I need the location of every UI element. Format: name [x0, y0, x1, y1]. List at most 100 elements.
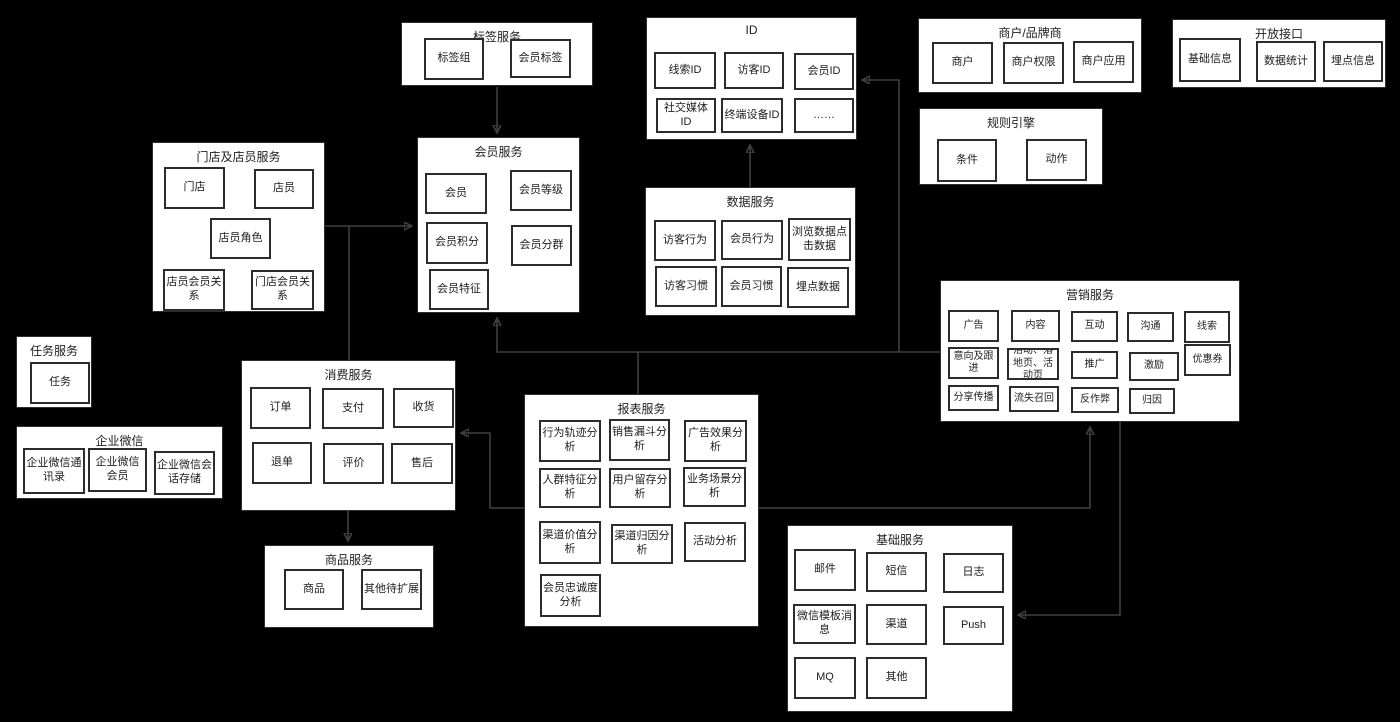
group-merchant-brand: 商户/品牌商 商户 商户权限 商户应用: [918, 18, 1142, 93]
diagram-node: 企业微信通讯录: [23, 448, 85, 494]
diagram-node: 动作: [1026, 139, 1087, 181]
diagram-node: 广告: [948, 310, 999, 342]
group-title: 基础服务: [875, 533, 924, 547]
diagram-node: 评价: [323, 443, 384, 484]
group-wecom: 企业微信 企业微信通讯录 企业微信会员 企业微信会话存储: [16, 426, 223, 499]
group-task-service: 任务服务 任务: [16, 336, 92, 408]
diagram-node: 优惠券: [1184, 344, 1231, 376]
diagram-node: 退单: [252, 442, 312, 484]
diagram-node: 访客ID: [724, 52, 784, 89]
group-member-service: 会员服务 会员 会员等级 会员积分 会员分群 会员特征: [417, 137, 580, 313]
group-title: 开放接口: [1254, 27, 1303, 41]
diagram-node: 访客习惯: [655, 266, 717, 307]
diagram-node: 渠道: [866, 604, 927, 645]
diagram-node: 订单: [250, 387, 311, 429]
edge-marketing-to-basic: [1019, 422, 1121, 615]
diagram-node: 会员积分: [426, 222, 488, 264]
group-title: 消费服务: [324, 368, 373, 382]
group-open-api: 开放接口 基础信息 数据统计 埋点信息: [1172, 19, 1386, 88]
diagram-node: 商品: [284, 569, 344, 610]
group-data-service: 数据服务 访客行为 会员行为 浏览数据点击数据 访客习惯 会员习惯 埋点数据: [645, 187, 856, 316]
diagram-node: 意向及跟进: [948, 347, 999, 379]
diagram-node: 会员习惯: [721, 266, 782, 307]
diagram-node: 访客行为: [654, 220, 716, 261]
diagram-node: 条件: [937, 139, 997, 182]
diagram-node: 渠道归因分析: [611, 524, 673, 564]
diagram-node: 会员特征: [429, 269, 489, 310]
diagram-node: 活动分析: [684, 522, 746, 562]
diagram-node: 支付: [322, 388, 384, 429]
diagram-node: 反作弊: [1071, 387, 1119, 413]
group-consume-service: 消费服务 订单 支付 收货 退单 评价 售后: [241, 360, 456, 511]
diagram-node: 企业微信会话存储: [154, 451, 215, 495]
group-title: 任务服务: [29, 344, 78, 358]
diagram-node: 其他: [866, 657, 927, 699]
diagram-node: 标签组: [424, 38, 484, 80]
diagram-node: 浏览数据点击数据: [788, 218, 851, 261]
diagram-node: 店员角色: [210, 218, 271, 259]
diagram-node: 流失召回: [1009, 386, 1059, 412]
diagram-node: 归因: [1129, 388, 1175, 414]
diagram-node: 人群特征分析: [539, 468, 601, 508]
edge-report-to-consume: [462, 433, 524, 509]
group-title: 数据服务: [726, 195, 775, 209]
group-title: ID: [745, 23, 758, 37]
diagram-node: Push: [943, 606, 1004, 645]
diagram-node: 销售漏斗分析: [609, 419, 670, 461]
diagram-node: 用户留存分析: [609, 468, 671, 508]
diagram-node: 渠道价值分析: [539, 521, 601, 564]
group-title: 会员服务: [474, 145, 523, 159]
diagram-node: 会员ID: [794, 53, 854, 90]
diagram-node: 售后: [391, 443, 453, 484]
diagram-node: 终端设备ID: [721, 98, 783, 133]
diagram-node: 广告效果分析: [684, 420, 747, 462]
edge-report-to-marketing: [759, 428, 1090, 509]
diagram-node: 任务: [30, 362, 90, 404]
diagram-node: 商户: [932, 42, 993, 84]
diagram-node: ……: [794, 98, 854, 133]
diagram-node: 店员: [254, 169, 314, 209]
diagram-node: 沟通: [1127, 312, 1174, 342]
diagram-node: MQ: [794, 657, 856, 699]
diagram-node: 收货: [393, 388, 454, 428]
edge-trunk-to-id: [863, 80, 900, 352]
group-tag-service: 标签服务 标签组 会员标签: [401, 22, 593, 86]
group-title: 企业微信: [95, 434, 144, 448]
diagram-node: 短信: [866, 552, 927, 592]
diagram-node: 互动: [1071, 311, 1118, 342]
diagram-node: 内容: [1011, 310, 1060, 342]
diagram-node: 社交媒体ID: [656, 98, 716, 133]
diagram-node: 行为轨迹分析: [539, 420, 601, 462]
diagram-node: 业务场景分析: [683, 467, 746, 507]
diagram-node: 会员等级: [510, 170, 572, 211]
diagram-node: 微信模板消息: [793, 604, 856, 644]
diagram-node: 门店: [164, 167, 225, 209]
diagram-node: 店员会员关系: [163, 269, 225, 311]
diagram-node: 会员分群: [511, 225, 572, 266]
diagram-node: 商户应用: [1073, 41, 1134, 83]
group-title: 商品服务: [324, 553, 373, 567]
group-product-service: 商品服务 商品 其他待扩展: [264, 545, 434, 628]
group-store-clerk-service: 门店及店员服务 门店 店员 店员角色 店员会员关系 门店会员关系: [152, 142, 325, 312]
diagram-node: 会员忠诚度分析: [540, 574, 601, 617]
group-basic-service: 基础服务 邮件 短信 日志 微信模板消息 渠道 Push MQ 其他: [787, 525, 1013, 712]
group-title: 商户/品牌商: [998, 26, 1062, 40]
diagram-node: 基础信息: [1179, 38, 1241, 82]
diagram-node: 会员行为: [721, 220, 783, 260]
group-title: 报表服务: [617, 402, 666, 416]
diagram-node: 其他待扩展: [361, 569, 422, 610]
diagram-node: 门店会员关系: [251, 270, 314, 310]
diagram-node: 会员标签: [510, 39, 571, 78]
diagram-node: 埋点信息: [1323, 41, 1383, 82]
diagram-node: 线索: [1184, 311, 1230, 343]
diagram-node: 活动、落地页、活动页: [1007, 348, 1059, 380]
diagram-node: 邮件: [794, 549, 856, 591]
group-title: 营销服务: [1065, 288, 1114, 302]
group-title: 标签服务: [472, 30, 521, 44]
diagram-node: 分享传播: [948, 385, 999, 411]
group-title: 门店及店员服务: [196, 150, 281, 164]
diagram-node: 埋点数据: [787, 267, 849, 308]
diagram-node: 会员: [425, 173, 487, 214]
group-id-service: ID 线索ID 访客ID 会员ID 社交媒体ID 终端设备ID ……: [646, 17, 857, 140]
